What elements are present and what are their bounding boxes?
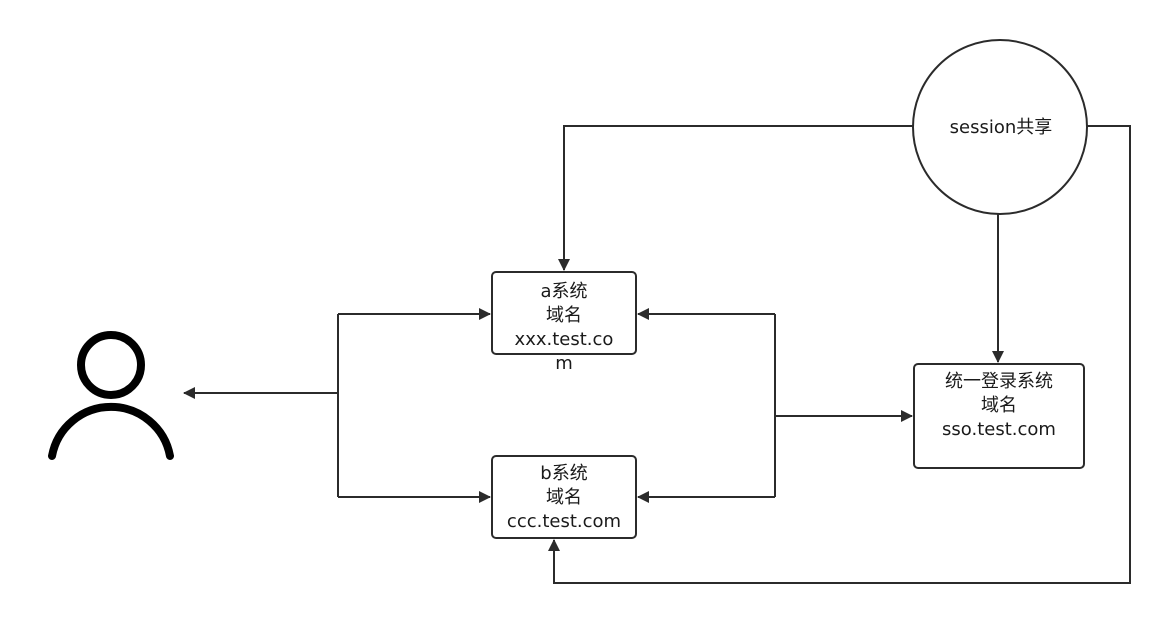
connector-session-to-a: [558, 125, 914, 271]
connector-session-to-b: [548, 125, 1131, 584]
system-b-box: [491, 455, 637, 539]
sso-box: [913, 363, 1085, 469]
sso-label: 统一登录系统 域名 sso.test.com: [942, 371, 1056, 440]
system-b-label: b系统 域名 ccc.test.com: [506, 463, 622, 532]
user-icon: [48, 331, 174, 460]
system-a-box: [491, 271, 637, 355]
session-label: session共享: [949, 117, 1053, 138]
system-a-label: a系统 域名 xxx.test.co m: [514, 281, 614, 374]
